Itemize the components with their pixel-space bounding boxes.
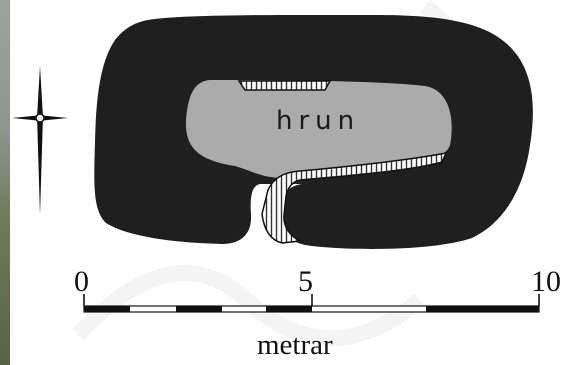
hatched-stones-top [237, 80, 332, 91]
scale-segment-1 [84, 306, 130, 312]
hatched-stones-passage [261, 151, 448, 244]
north-arrow [12, 66, 68, 215]
north-arrow-center [35, 113, 45, 123]
scale-unit-label: metrar [257, 329, 333, 361]
north-arrow-left [12, 115, 40, 121]
scale-tick-label-10: 10 [531, 265, 561, 298]
room-label: hrun [276, 106, 361, 136]
north-arrow-bottom [37, 118, 43, 215]
room-interior [185, 80, 452, 178]
scale-segment-4 [426, 306, 539, 312]
scale-segment-3 [266, 306, 312, 312]
north-arrow-right [40, 115, 68, 121]
north-arrow-top [37, 66, 43, 118]
photo-edge-strip [0, 0, 10, 365]
scale-tick-label-5: 5 [298, 265, 313, 298]
scale-segment-2 [176, 306, 222, 312]
scale-tick-label-0: 0 [74, 265, 89, 298]
scale-bar [83, 294, 540, 313]
